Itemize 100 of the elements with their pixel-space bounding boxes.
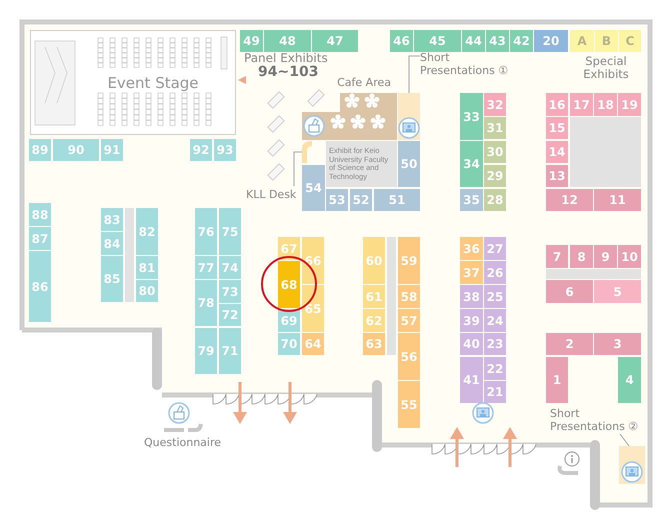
booth: 2 [546, 333, 593, 355]
booth: 92 [190, 139, 212, 161]
booth: 54 [302, 165, 325, 211]
presentation-booth [398, 93, 420, 140]
booth: 51 [374, 189, 420, 211]
booth: 62 [363, 309, 385, 332]
booth: 18 [594, 93, 617, 116]
booth: 68 [278, 261, 300, 308]
booth: 64 [302, 333, 324, 355]
booth: 58 [398, 285, 420, 308]
desk [302, 141, 312, 163]
booth: 57 [398, 309, 420, 332]
booth: 3 [594, 333, 641, 355]
booth: 72 [219, 304, 241, 326]
booth: 80 [136, 280, 158, 302]
booth: 93 [214, 139, 236, 161]
booth: 70 [278, 333, 300, 355]
booth: 41 [460, 357, 483, 403]
booth: 79 [195, 328, 217, 374]
booth: 19 [618, 93, 641, 116]
booth: 77 [195, 256, 217, 279]
booth: 12 [546, 189, 593, 211]
booth: 10 [618, 245, 641, 268]
booth: 78 [195, 280, 217, 326]
booth: 75 [219, 208, 241, 255]
booth: 30 [484, 141, 506, 163]
booth: 4 [618, 357, 641, 403]
text-label: 94~103 [258, 66, 318, 79]
booth: 59 [398, 237, 420, 284]
booth: 35 [460, 189, 483, 211]
booth: 63 [363, 333, 385, 355]
booth: 17 [570, 93, 593, 116]
booth: 43 [486, 30, 509, 52]
booth: 36 [460, 237, 483, 260]
booth: 40 [460, 333, 483, 355]
booth: 83 [101, 208, 123, 231]
text-label: Special Exhibits [582, 55, 630, 81]
booth: 44 [462, 30, 485, 52]
booth: 46 [390, 30, 413, 52]
booth: 15 [546, 117, 568, 139]
booth: B [595, 30, 618, 52]
booth: 50 [398, 141, 420, 187]
booth: 20 [534, 30, 568, 52]
booth: 67 [278, 237, 300, 260]
booth: 65 [302, 285, 324, 332]
booth: 55 [398, 381, 420, 428]
booth: 39 [460, 309, 483, 332]
booth: 49 [240, 30, 263, 52]
booth: 11 [594, 189, 641, 211]
booth: 84 [101, 232, 123, 255]
booth: 24 [484, 309, 506, 332]
area-label: Event Stage [107, 74, 199, 92]
booth: 13 [546, 165, 568, 187]
booth: 28 [484, 189, 506, 211]
booth: 81 [136, 256, 158, 279]
booth: 23 [484, 333, 506, 355]
booth: 88 [29, 203, 51, 226]
booth: 87 [29, 227, 51, 250]
booth: 38 [460, 285, 483, 308]
booth: 86 [29, 251, 51, 322]
booth: 47 [312, 30, 358, 52]
booth: 61 [363, 285, 385, 308]
booth: 5 [594, 280, 641, 303]
booth: 37 [460, 261, 483, 284]
booth: A [570, 30, 594, 52]
booth: 32 [484, 93, 506, 116]
booth: 8 [570, 245, 593, 268]
booth: 71 [219, 328, 241, 374]
booth: 69 [278, 309, 300, 332]
text-label: Panel Exhibits [244, 52, 328, 65]
booth: 6 [546, 280, 593, 303]
booth: 82 [136, 208, 158, 255]
leader-line [294, 152, 302, 186]
booth: 31 [484, 117, 506, 139]
booth: 9 [594, 245, 617, 268]
booth: 52 [350, 189, 372, 211]
booth: 1 [546, 357, 568, 403]
area-label: Short Presentations ② [550, 406, 654, 434]
booth: 45 [414, 30, 461, 52]
booth: C [619, 30, 641, 52]
booth: 56 [398, 333, 420, 380]
booth: 76 [195, 208, 217, 255]
area-label: KLL Desk [246, 186, 300, 202]
booth: 7 [546, 245, 568, 268]
booth: 42 [510, 30, 533, 52]
area-label: Cafe Area [337, 76, 391, 89]
booth: 27 [484, 237, 506, 260]
booth: 85 [101, 256, 123, 302]
booth: 22 [484, 357, 506, 380]
booth: 89 [29, 139, 51, 161]
booth: 33 [460, 93, 483, 140]
booth: 34 [460, 141, 483, 187]
booth: 14 [546, 141, 568, 163]
booth: 53 [326, 189, 348, 211]
booth: 48 [264, 30, 311, 52]
booth: 73 [219, 280, 241, 303]
booth: 29 [484, 165, 506, 187]
booth: 25 [484, 285, 506, 308]
presentation-booth [619, 446, 645, 484]
booth: 21 [484, 381, 506, 403]
